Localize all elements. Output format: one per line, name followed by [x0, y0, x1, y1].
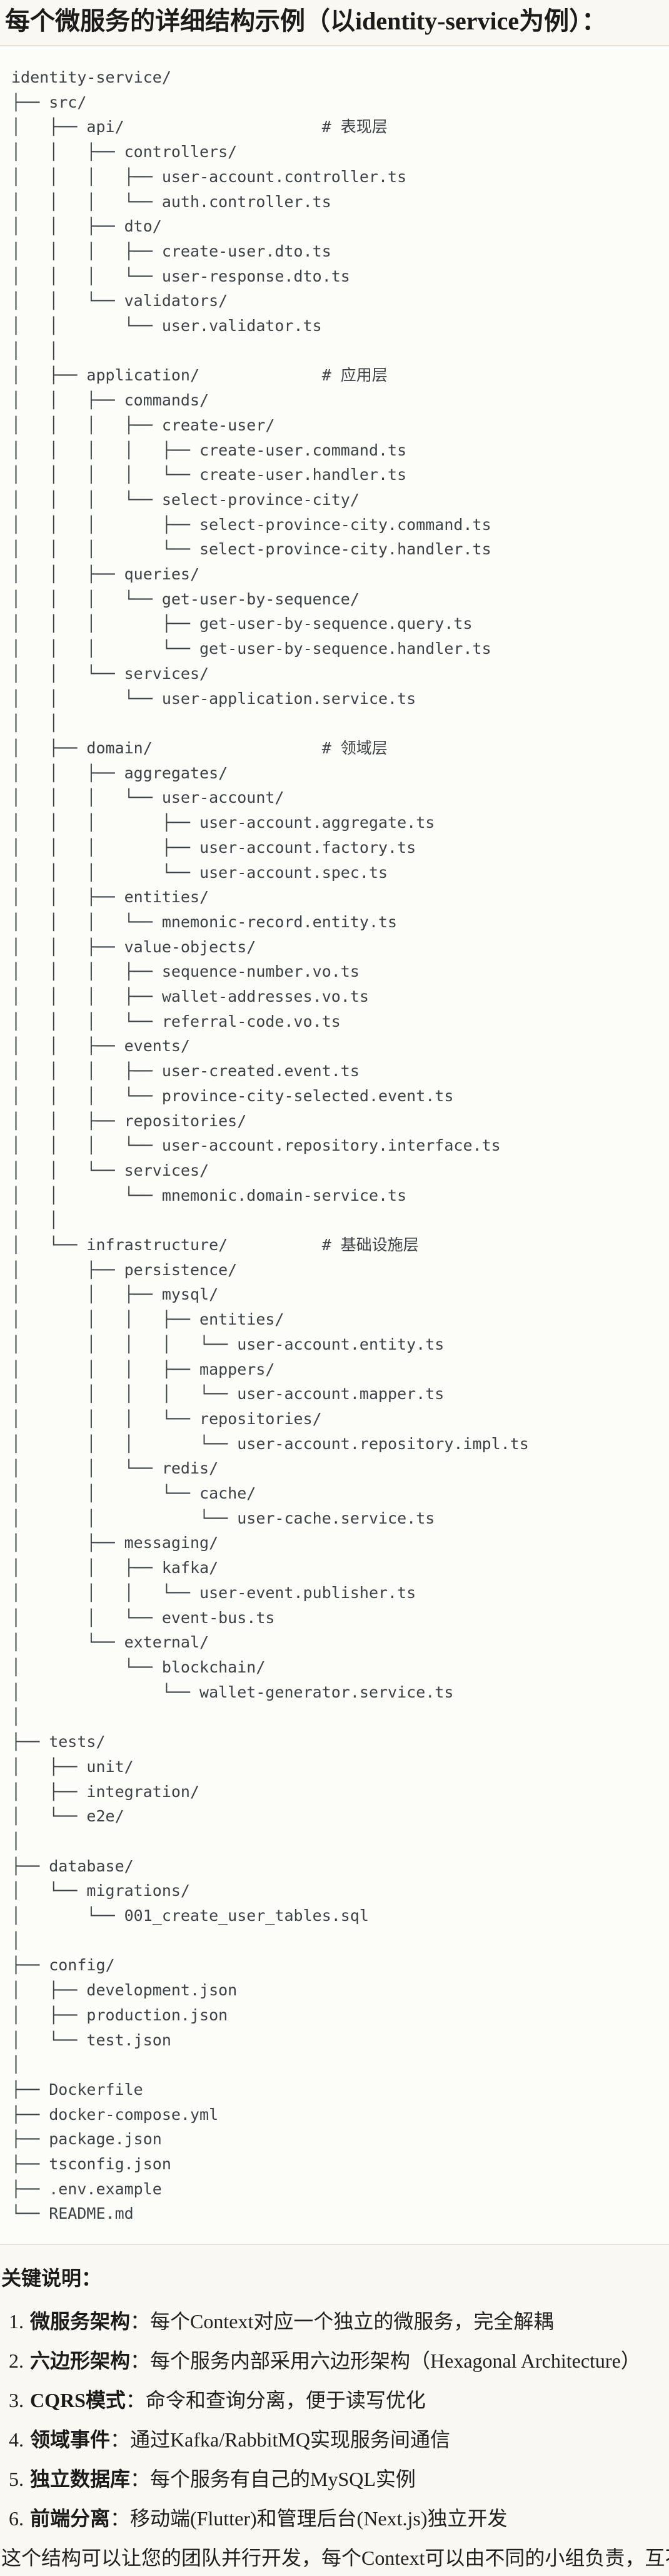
- key-notes-list: 1. 微服务架构：每个Context对应一个独立的微服务，完全解耦 2.六边形架构…: [0, 2309, 669, 2531]
- document-root: { "page": { "title": "每个微服务的详细结构示例（以iden…: [0, 4, 669, 2576]
- list-item-text: ：每个Context对应一个独立的微服务，完全解耦: [130, 2310, 554, 2333]
- list-item-term: 独立数据库: [30, 2468, 131, 2491]
- list-item-number: 4.: [9, 2428, 24, 2451]
- page-title: 每个微服务的详细结构示例（以identity-service为例）：: [5, 7, 607, 35]
- list-item-text: ：每个服务内部采用六边形架构（Hexagonal Architecture）: [130, 2349, 641, 2373]
- key-note-item-1: 1. 微服务架构：每个Context对应一个独立的微服务，完全解耦: [1, 2309, 669, 2334]
- list-item-text: ：移动端(Flutter)和管理后台(Next.js)独立开发: [110, 2507, 508, 2530]
- list-item-term: 六边形架构: [30, 2349, 131, 2373]
- directory-tree-code-block: identity-service/ ├── src/ │ ├── api/ # …: [0, 45, 669, 2246]
- key-note-item-5: 5. 独立数据库：每个服务有自己的MySQL实例: [1, 2467, 669, 2492]
- list-item-number: 6.: [9, 2507, 24, 2530]
- list-item-text: ：命令和查询分离，便于读写优化: [125, 2389, 426, 2412]
- key-note-item-2: 2.六边形架构：每个服务内部采用六边形架构（Hexagonal Architec…: [1, 2348, 669, 2373]
- list-item-term: 前端分离: [30, 2507, 111, 2530]
- list-item-term: CQRS模式: [30, 2389, 126, 2412]
- list-item-term: 微服务架构: [30, 2310, 131, 2333]
- closing-paragraph: 这个结构可以让您的团队并行开发，每个Context可以由不同的小组负责，互不干扰…: [1, 2547, 669, 2570]
- key-note-item-3: 3. CQRS模式：命令和查询分离，便于读写优化: [1, 2388, 669, 2413]
- key-note-item-6: 6. 前端分离：移动端(Flutter)和管理后台(Next.js)独立开发: [1, 2506, 669, 2531]
- list-item-text: ：通过Kafka/RabbitMQ实现服务间通信: [110, 2428, 450, 2451]
- list-item-text: ：每个服务有自己的MySQL实例: [130, 2468, 416, 2491]
- list-item-number: 3.: [9, 2389, 24, 2412]
- list-item-number: 2.: [9, 2349, 24, 2373]
- list-item-number: 5.: [9, 2468, 24, 2491]
- list-item-term: 领域事件: [30, 2428, 111, 2451]
- key-note-item-4: 4. 领域事件：通过Kafka/RabbitMQ实现服务间通信: [1, 2427, 669, 2452]
- key-notes-heading: 关键说明：: [1, 2267, 102, 2290]
- list-item-number: 1.: [9, 2310, 24, 2333]
